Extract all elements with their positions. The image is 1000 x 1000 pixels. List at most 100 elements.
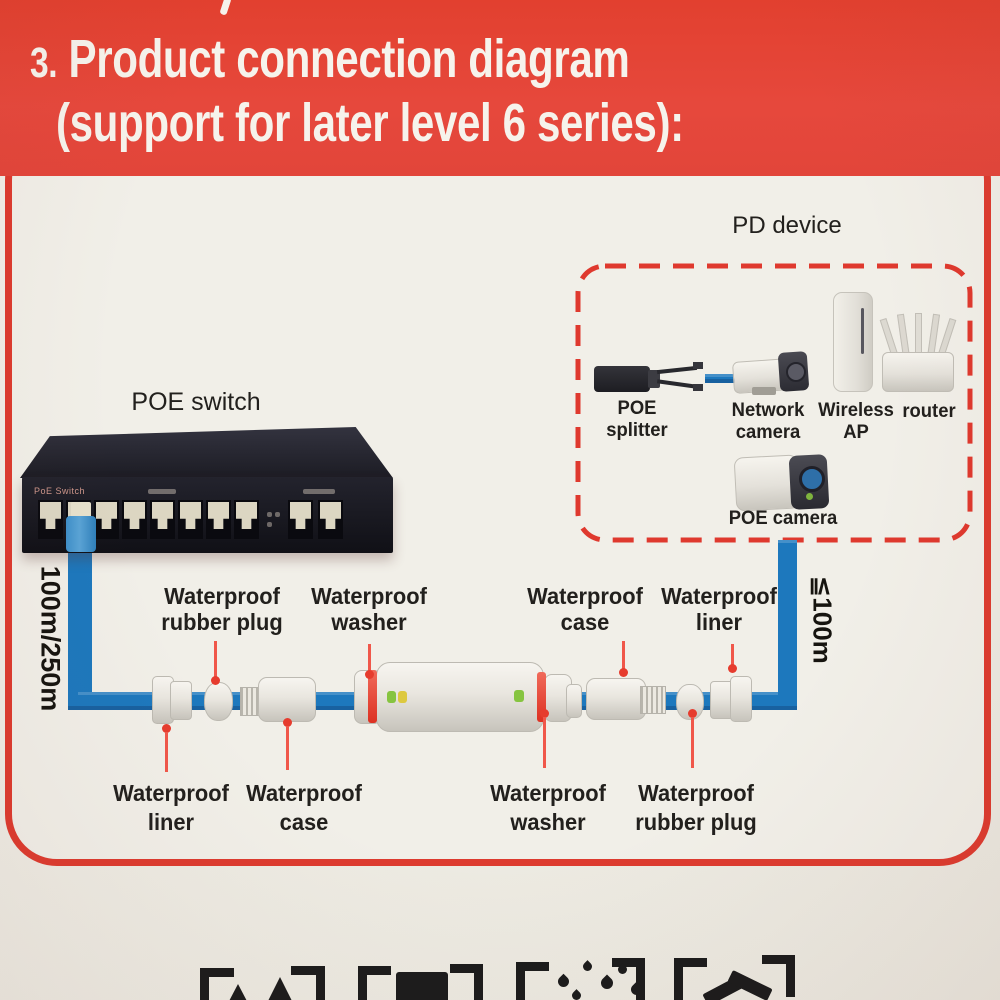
waterproof-rubber-plug-left xyxy=(204,682,233,721)
recycle-icon xyxy=(727,970,773,1000)
cable-from-switch xyxy=(68,545,92,710)
solid-square-icon xyxy=(474,964,483,1000)
waterproof-liner-left xyxy=(170,681,192,720)
recycle-icon xyxy=(786,955,795,997)
uplink-port-1 xyxy=(288,500,313,539)
annotation-bottom-rubber-plug: Waterproof rubber plug xyxy=(635,780,757,835)
pd-device-dashed-box xyxy=(575,263,973,543)
connector-pins-right xyxy=(640,686,666,714)
waterproof-case-left xyxy=(258,677,316,722)
rj45-port-5 xyxy=(150,500,175,539)
rj45-port-8 xyxy=(234,500,259,539)
uplink-port-2 xyxy=(318,500,343,539)
cable-length-right: ≦100m xyxy=(807,575,838,664)
coupler-led-green-left xyxy=(387,691,396,703)
solid-square-icon xyxy=(396,972,448,1000)
poe-splitter-image xyxy=(594,366,650,392)
mountains-icon xyxy=(291,966,325,975)
poe-camera-label: POE camera xyxy=(728,508,838,529)
annotation-top-liner: Waterproof liner xyxy=(661,583,777,635)
uplink-group-marking xyxy=(303,489,335,494)
rj45-plug-body xyxy=(66,516,96,552)
poe-splitter-label: POE splitter xyxy=(606,398,668,441)
title-text: Product connection diagram xyxy=(68,29,630,89)
pointer-line-bottom-case xyxy=(286,726,289,770)
switch-led-1 xyxy=(267,512,272,517)
pointer-dot-top-rubber-plug xyxy=(211,676,220,685)
switch-led-3 xyxy=(267,522,272,527)
pointer-line-bottom-liner xyxy=(165,732,168,772)
annotation-bottom-washer: Waterproof washer xyxy=(490,780,606,835)
annotation-bottom-liner: Waterproof liner xyxy=(113,780,229,835)
pd-device-title: PD device xyxy=(732,212,842,239)
poe-splitter-tip-1 xyxy=(693,362,703,369)
page-subtitle: (support for later level 6 series): xyxy=(56,93,684,153)
solid-square-icon xyxy=(450,964,483,973)
raindrops-icon xyxy=(636,958,645,1000)
pointer-line-top-case xyxy=(622,641,625,672)
waterproof-washer-right xyxy=(537,672,546,722)
rj45-plug-tip xyxy=(71,502,91,520)
poe-switch-top-face xyxy=(20,427,393,478)
pd-patch-cable xyxy=(705,374,735,383)
network-camera-lens xyxy=(786,362,806,382)
recycle-icon xyxy=(674,958,707,967)
mountains-icon xyxy=(200,968,234,977)
wireless-ap-label: Wireless AP xyxy=(818,400,894,443)
pointer-dot-top-liner xyxy=(728,664,737,673)
pointer-line-top-rubber-plug xyxy=(214,641,217,680)
raindrops-icon xyxy=(581,960,594,973)
rj45-port-6 xyxy=(178,500,203,539)
raindrops-icon xyxy=(516,962,525,1000)
pointer-dot-top-washer xyxy=(365,670,374,679)
router-antenna-3 xyxy=(915,313,922,357)
poe-splitter-neck xyxy=(648,370,660,388)
poe-splitter-tip-2 xyxy=(693,384,703,391)
waterproof-washer-left xyxy=(368,670,377,723)
pointer-dot-top-case xyxy=(619,668,628,677)
pointer-line-top-washer xyxy=(368,644,371,674)
raindrops-icon xyxy=(612,958,645,967)
wireless-ap-image xyxy=(833,292,873,392)
poe-port-group-marking xyxy=(148,489,176,494)
section-number: 3. xyxy=(30,39,58,87)
rj45-port-3 xyxy=(94,500,119,539)
coupler-led-green-right xyxy=(514,690,524,702)
waterproof-liner-right-flange xyxy=(730,676,752,722)
router-image xyxy=(882,352,954,392)
annotation-top-case: Waterproof case xyxy=(527,583,643,635)
recycle-icon xyxy=(762,955,795,964)
solid-square-icon xyxy=(358,966,367,1000)
annotation-top-washer: Waterproof washer xyxy=(311,583,427,635)
pointer-dot-bottom-case xyxy=(283,718,292,727)
rj45-port-7 xyxy=(206,500,231,539)
pointer-dot-bottom-rubber-plug xyxy=(688,709,697,718)
solid-square-icon xyxy=(358,966,391,975)
rj45-port-4 xyxy=(122,500,147,539)
mountains-icon xyxy=(316,966,325,1000)
coupler-led-yellow xyxy=(398,691,407,703)
mountains-icon xyxy=(216,984,260,1000)
cable-length-left: 100m/250m xyxy=(35,565,66,712)
switch-led-2 xyxy=(275,512,280,517)
poe-camera-lens xyxy=(799,466,825,492)
wireless-ap-slot xyxy=(861,308,864,354)
poe-switch-label: POE switch xyxy=(131,388,261,416)
raindrops-icon xyxy=(570,989,583,1000)
pointer-dot-bottom-washer xyxy=(540,709,549,718)
cable-to-pd-device xyxy=(778,540,797,710)
annotation-bottom-case: Waterproof case xyxy=(246,780,362,835)
header-band xyxy=(0,0,1000,176)
mountains-icon xyxy=(200,968,209,1000)
network-camera-mount xyxy=(752,387,776,395)
coupler-nozzle xyxy=(566,684,582,718)
recycle-icon xyxy=(674,958,683,1000)
pointer-line-top-liner xyxy=(731,644,734,669)
rj45-port-1 xyxy=(38,500,63,539)
raindrops-icon xyxy=(516,962,549,971)
network-camera-label: Network camera xyxy=(731,400,805,443)
waterproof-case-right xyxy=(586,678,646,720)
mountains-icon xyxy=(256,977,304,1000)
pointer-line-bottom-washer xyxy=(543,717,546,768)
